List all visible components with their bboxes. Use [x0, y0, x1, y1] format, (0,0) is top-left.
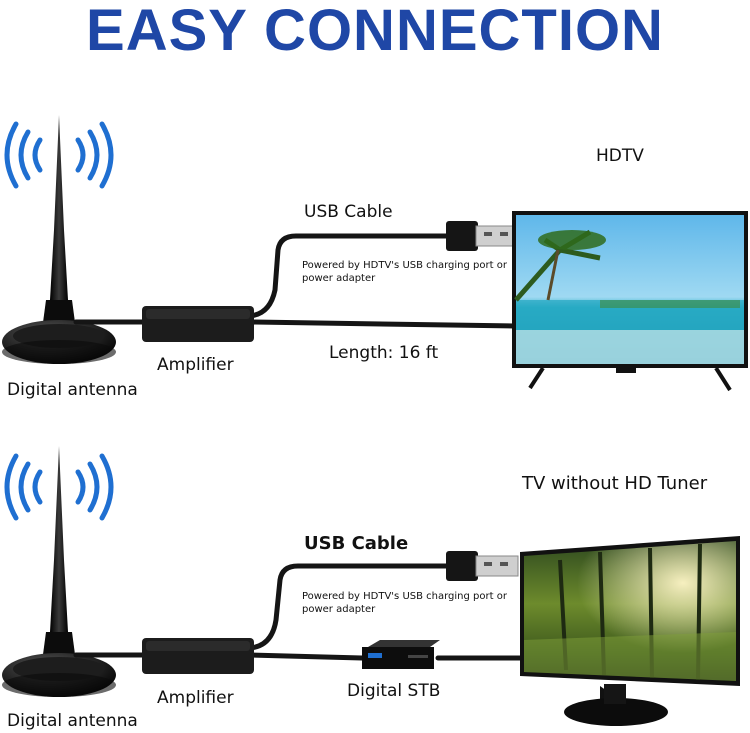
tv-label: TV without HD Tuner — [522, 473, 708, 494]
amplifier-label: Amplifier — [157, 688, 234, 708]
signal-wave-icon — [4, 121, 114, 189]
stb-label: Digital STB — [347, 681, 441, 701]
tv-icon — [512, 211, 748, 392]
cable — [73, 563, 528, 661]
antenna-label: Digital antenna — [7, 711, 138, 731]
power-note: Powered by HDTV's USB charging port or p… — [302, 260, 507, 284]
top-section — [2, 115, 748, 392]
antenna-icon — [2, 115, 116, 364]
length-label: Length: 16 ft — [329, 343, 439, 363]
tv-icon — [520, 536, 740, 726]
page-title: EASY CONNECTION — [86, 0, 664, 63]
cable-label: USB Cable — [304, 202, 393, 222]
amplifier-label: Amplifier — [157, 355, 234, 375]
antenna-label: Digital antenna — [7, 380, 138, 400]
usb-plug-icon — [446, 221, 519, 251]
set-top-box-icon — [362, 640, 440, 669]
cable-label: USB Cable — [304, 533, 409, 554]
signal-wave-icon — [4, 453, 114, 521]
usb-plug-icon — [446, 551, 519, 581]
power-note: Powered by HDTV's USB charging port or p… — [302, 591, 507, 615]
antenna-icon — [2, 446, 116, 697]
bottom-section — [2, 446, 740, 726]
tv-label: HDTV — [596, 146, 644, 166]
cable — [73, 233, 518, 329]
